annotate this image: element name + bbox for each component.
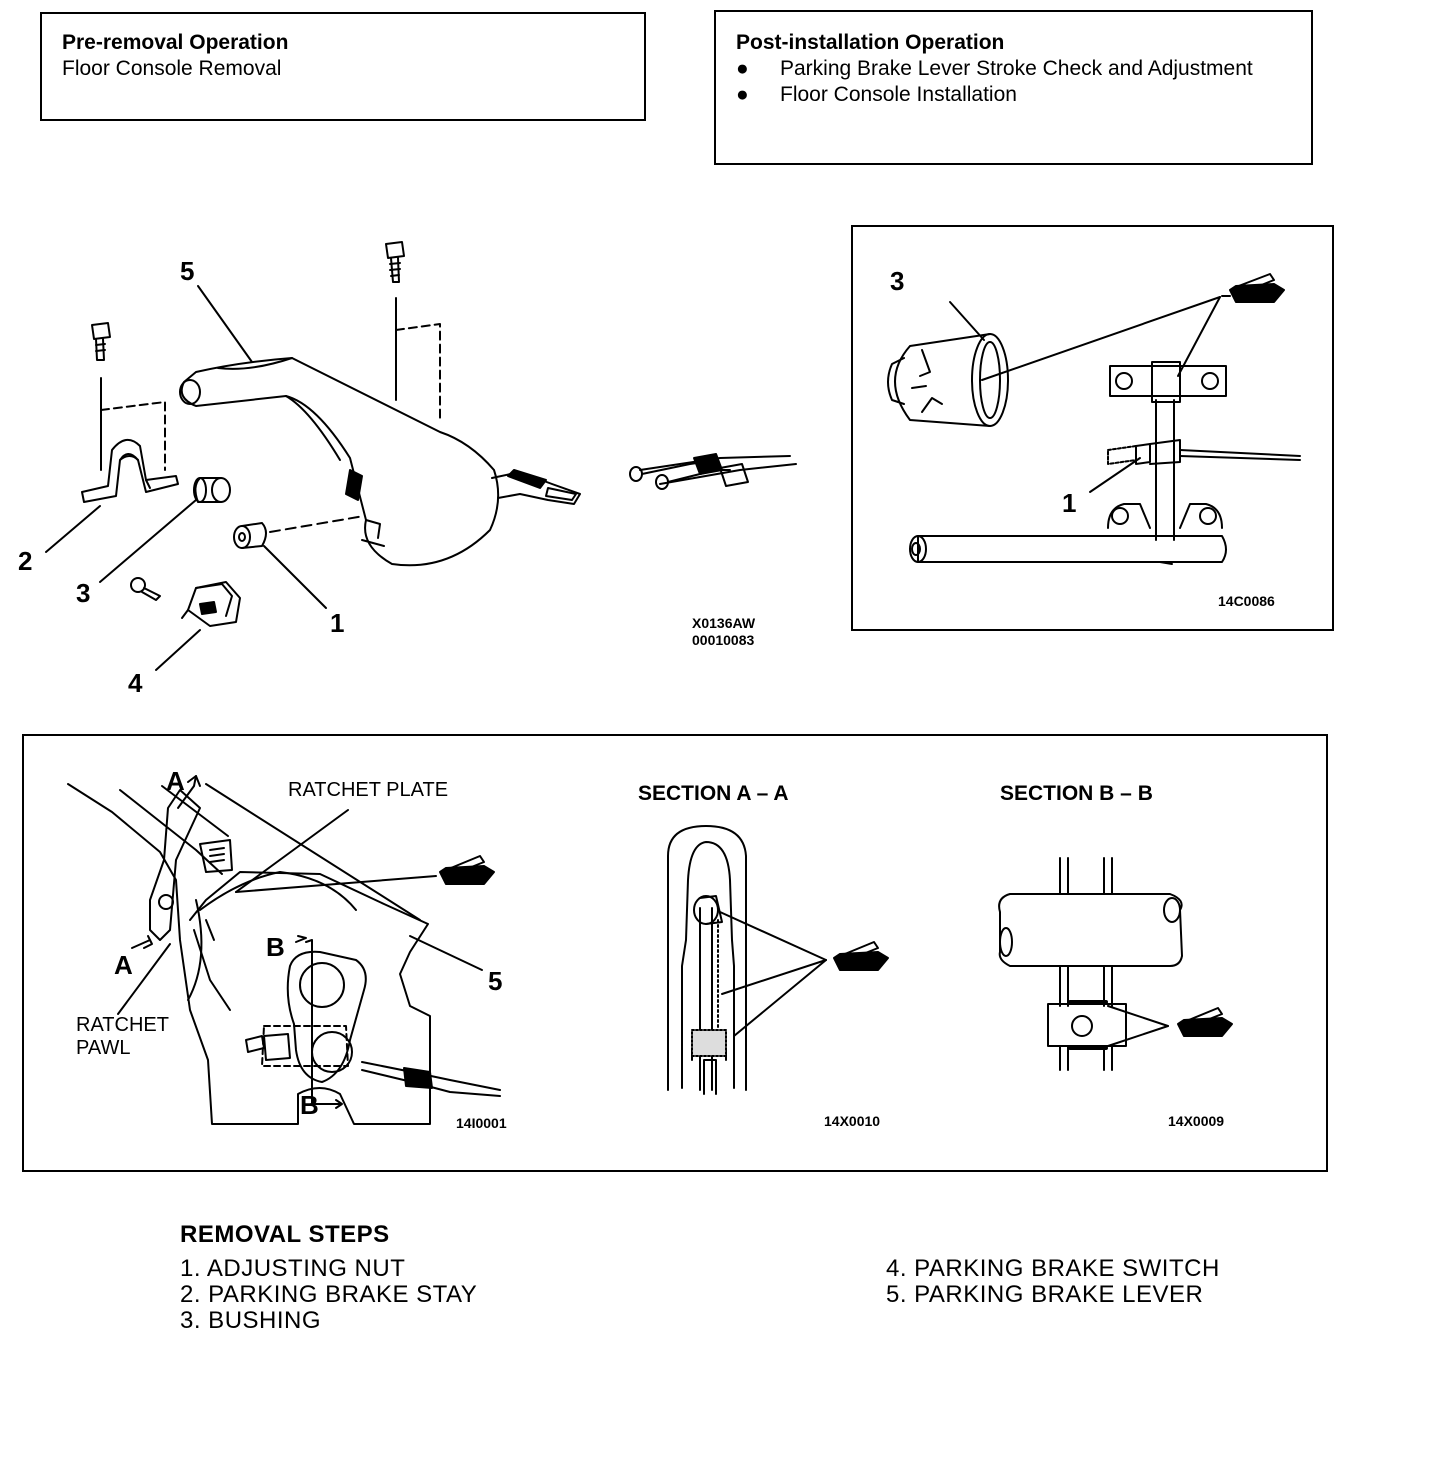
bushing bbox=[193, 477, 231, 503]
bolt-icon bbox=[385, 241, 405, 283]
parking-brake-cable bbox=[629, 453, 797, 490]
removal-step: 1. ADJUSTING NUT bbox=[180, 1255, 406, 1282]
ratchet-detail-figure: RATCHET PLATE RATCHET PAWL A A B B 5 14I… bbox=[67, 766, 507, 1131]
post-installation-box: Post-installation Operation ● Parking Br… bbox=[714, 10, 1313, 165]
figure-code: 14X0010 bbox=[824, 1113, 880, 1129]
callout-4: 4 bbox=[128, 668, 143, 698]
grease-icon bbox=[439, 855, 495, 885]
adjusting-nut bbox=[233, 522, 267, 549]
section-bb-figure: SECTION B – B 14X0009 bbox=[998, 782, 1233, 1129]
pre-removal-box: Pre-removal Operation Floor Console Remo… bbox=[40, 12, 646, 121]
callout-1: 1 bbox=[1062, 488, 1076, 518]
grease-icon bbox=[1177, 1007, 1233, 1037]
callout-2: 2 bbox=[18, 546, 32, 576]
section-mark-a: A bbox=[114, 950, 133, 980]
post-installation-item: ● Parking Brake Lever Stroke Check and A… bbox=[736, 57, 1253, 80]
removal-step: 4. PARKING BRAKE SWITCH bbox=[886, 1255, 1220, 1282]
parking-brake-switch bbox=[181, 581, 241, 627]
callout-5: 5 bbox=[180, 256, 194, 286]
callout-3: 3 bbox=[76, 578, 90, 608]
figure-code: 14X0009 bbox=[1168, 1113, 1224, 1129]
callout-3: 3 bbox=[890, 266, 904, 296]
bottom-panel-box bbox=[22, 734, 1328, 1172]
figure-code: 14I0001 bbox=[456, 1115, 507, 1131]
removal-steps-right: 4. PARKING BRAKE SWITCH 5. PARKING BRAKE… bbox=[886, 1256, 1220, 1308]
grease-icon bbox=[833, 941, 889, 971]
figure-code: 14C0086 bbox=[1218, 593, 1275, 609]
removal-steps-left: REMOVAL STEPS 1. ADJUSTING NUT 2. PARKIN… bbox=[180, 1222, 477, 1334]
section-mark-a: A bbox=[166, 766, 185, 796]
removal-step: 5. PARKING BRAKE LEVER bbox=[886, 1281, 1204, 1308]
callout-1: 1 bbox=[330, 608, 344, 638]
parking-brake-stay bbox=[81, 439, 179, 503]
post-installation-title: Post-installation Operation bbox=[736, 31, 1005, 54]
pre-removal-item: Floor Console Removal bbox=[62, 57, 282, 80]
bolt-icon bbox=[91, 322, 111, 361]
callout-5: 5 bbox=[488, 966, 502, 996]
section-bb-title: SECTION B – B bbox=[1000, 782, 1153, 805]
parking-brake-lever bbox=[179, 357, 581, 567]
removal-step: 2. PARKING BRAKE STAY bbox=[180, 1281, 478, 1308]
removal-steps-heading: REMOVAL STEPS bbox=[180, 1221, 390, 1248]
bullet-icon: ● bbox=[736, 83, 749, 106]
ratchet-plate-label: RATCHET PLATE bbox=[288, 779, 448, 801]
figure-code: X0136AW bbox=[692, 615, 756, 631]
bullet-icon: ● bbox=[736, 57, 749, 80]
ratchet-pawl-label: PAWL bbox=[76, 1037, 130, 1059]
detail-figure: 3 1 14C0086 bbox=[887, 266, 1301, 609]
ratchet-pawl-label: RATCHET bbox=[76, 1014, 169, 1036]
figure-code: 00010083 bbox=[692, 632, 755, 648]
screw-icon bbox=[130, 577, 161, 601]
main-exploded-figure: 5 2 3 4 1 X0136AW 00010083 bbox=[18, 241, 797, 698]
grease-icon bbox=[1221, 273, 1285, 303]
lever-bracket bbox=[909, 361, 1301, 565]
section-mark-b: B bbox=[300, 1090, 319, 1120]
bushing bbox=[887, 333, 1009, 427]
section-aa-title: SECTION A – A bbox=[638, 782, 789, 805]
removal-step: 3. BUSHING bbox=[180, 1307, 322, 1334]
post-installation-item: ● Floor Console Installation bbox=[736, 83, 1017, 106]
pre-removal-title: Pre-removal Operation bbox=[62, 31, 289, 54]
section-aa-figure: SECTION A – A 14X0010 bbox=[638, 782, 889, 1129]
section-mark-b: B bbox=[266, 932, 285, 962]
